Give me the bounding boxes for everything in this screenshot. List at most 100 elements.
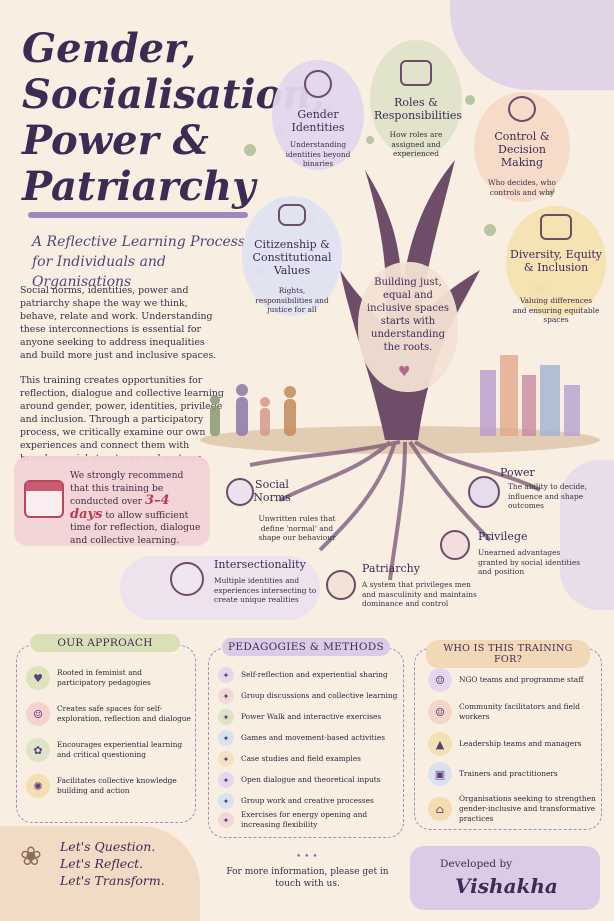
developer-box xyxy=(410,846,600,910)
method-item: Games and movement-based activities xyxy=(241,733,385,742)
list-item: ✦Case studies and field examples xyxy=(218,751,402,767)
social-norms-icon xyxy=(226,478,254,506)
list-item: ⌂ Organisations seeking to strengthen gen… xyxy=(428,794,598,824)
root-title: Intersectionality xyxy=(214,558,306,571)
branch-roles xyxy=(370,40,462,158)
energy-icon: ✦ xyxy=(218,812,234,828)
audience-item: Community facilitators and field workers xyxy=(459,702,580,721)
flower-icon: ❀ xyxy=(20,842,42,872)
people-icon xyxy=(304,70,332,98)
facilitators-icon: ☺ xyxy=(428,700,452,724)
slogan-line: Let's Reflect. xyxy=(60,856,144,871)
developed-by-label: Developed by xyxy=(440,858,513,870)
wash-bottom-left xyxy=(0,826,200,921)
root-title: Power xyxy=(500,466,535,479)
wash-left-mid xyxy=(120,556,320,620)
trunk-message: Building just, equal and inclusive space… xyxy=(366,277,450,353)
branch-desc: Who decides, who controls and why xyxy=(488,178,556,197)
audience-item: Leadership teams and managers xyxy=(459,739,582,748)
root-desc: Multiple identities and experiences inte… xyxy=(214,576,317,604)
community-icon xyxy=(540,214,572,240)
branch-desc: Rights, responsibilities and justice for… xyxy=(255,286,329,314)
title-line: Gender, xyxy=(22,25,197,72)
slogan-line: Let's Question. xyxy=(60,839,156,854)
list-item: ☺ NGO teams and programme staff xyxy=(428,668,598,692)
trainer-icon: ▣ xyxy=(428,762,452,786)
audience-title: WHO IS THIS TRAINING FOR? xyxy=(426,640,590,668)
list-item: ✦Open dialogue and theoretical inputs xyxy=(218,772,402,788)
branch-title: Control & Decision Making xyxy=(494,130,550,169)
dots-ornament: • • • xyxy=(296,852,318,862)
branch-citizenship xyxy=(242,196,342,316)
reflection-icon: ✦ xyxy=(218,667,234,683)
recommendation-before: We strongly recommend that this training… xyxy=(70,470,184,507)
title-underline xyxy=(28,212,248,218)
heart-icon: ♥ xyxy=(398,364,411,380)
privilege-icon xyxy=(440,530,470,560)
method-item: Case studies and field examples xyxy=(241,754,361,763)
title-line: Power & xyxy=(22,117,209,164)
approach-item: Creates safe spaces for self-exploration… xyxy=(57,704,191,723)
sprout-icon: ✿ xyxy=(26,738,50,762)
dialogue-icon: ✦ xyxy=(218,772,234,788)
slogan-line: Let's Transform. xyxy=(60,873,165,888)
method-item: Group work and creative processes xyxy=(241,796,374,805)
list-item: ✦ Group discussions and collective learni… xyxy=(218,688,402,704)
calendar-icon xyxy=(24,480,64,518)
method-item: Power Walk and interactive exercises xyxy=(241,712,382,721)
method-item: Group discussions and collective learnin… xyxy=(241,691,398,700)
branch-title: Gender Identities xyxy=(291,108,345,134)
branch-title: Citizenship & Constitutional Values xyxy=(252,238,332,277)
group-icon xyxy=(400,60,432,86)
list-item: ▲ Leadership teams and managers xyxy=(428,732,598,756)
approach-item: Facilitates collective knowledge buildin… xyxy=(57,776,177,795)
audience-item: Trainers and practitioners xyxy=(459,769,558,778)
games-icon: ✦ xyxy=(218,730,234,746)
methods-title: PEDAGOGIES & METHODS xyxy=(222,638,390,656)
creative-icon: ✦ xyxy=(218,793,234,809)
root-desc: A system that privileges men and masculi… xyxy=(362,580,477,608)
branch-title: Diversity, Equity & Inclusion xyxy=(510,248,602,274)
method-item: Exercises for energy opening and increas… xyxy=(241,810,368,829)
branch-desc: Valuing differences and ensuring equitab… xyxy=(512,296,600,324)
page-subtitle: A Reflective Learning Process for Indivi… xyxy=(32,234,246,290)
list-item: ✦ Group work and creative processes xyxy=(218,793,402,809)
root-title: Social Norms xyxy=(253,478,291,504)
roots xyxy=(249,440,541,581)
trunk-message-bubble xyxy=(358,262,458,392)
ngo-team-icon: ☺ xyxy=(428,668,452,692)
list-item: ✦Self-reflection and experiential sharin… xyxy=(218,667,402,683)
list-item: ▣ Trainers and practitioners xyxy=(428,762,598,786)
root-desc: Unwritten rules that define 'normal' and… xyxy=(258,514,336,542)
discussion-icon: ✦ xyxy=(218,688,234,704)
branch-title: Roles & Responsibilities xyxy=(374,96,463,122)
recommendation-after: to allow sufficient time for reflection,… xyxy=(70,509,201,546)
list-item: ☺ Creates safe spaces for self-explorati… xyxy=(26,702,191,726)
recommendation-days: 3–4 days xyxy=(70,493,170,522)
organisation-icon: ⌂ xyxy=(428,797,452,821)
audience-item: NGO teams and programme staff xyxy=(459,675,584,684)
intersectionality-icon xyxy=(170,562,204,596)
slogan: Let's Question. Let's Reflect. Let's Tra… xyxy=(60,838,165,889)
audience-item: Organisations seeking to strengthen gend… xyxy=(459,794,596,823)
patriarchy-icon xyxy=(326,570,356,600)
heart-hands-icon: ♥ xyxy=(26,666,50,690)
leadership-icon: ▲ xyxy=(428,732,452,756)
root-desc: Unearned advantages granted by social id… xyxy=(478,548,581,576)
city-buildings xyxy=(480,355,580,436)
contact-text: For more information, please get in touc… xyxy=(226,867,389,889)
root-desc: The ability to decide, influence and sha… xyxy=(508,482,587,510)
developer-name: Vishakha xyxy=(455,874,558,898)
branch-diversity xyxy=(506,206,606,318)
branch-desc: Understanding identities beyond binaries xyxy=(285,140,351,168)
walk-icon: ✦ xyxy=(218,709,234,725)
root-title: Patriarchy xyxy=(362,562,420,575)
network-icon: ✺ xyxy=(26,774,50,798)
recommendation-text: We strongly recommend that this training… xyxy=(70,470,205,547)
hierarchy-icon xyxy=(508,96,536,122)
power-icon xyxy=(468,476,500,508)
list-item: ✺ Facilitates collective knowledge build… xyxy=(26,774,191,798)
hands-icon xyxy=(278,204,306,226)
list-item: ☺ Community facilitators and field worker… xyxy=(428,700,598,724)
group-icon: ☺ xyxy=(26,702,50,726)
